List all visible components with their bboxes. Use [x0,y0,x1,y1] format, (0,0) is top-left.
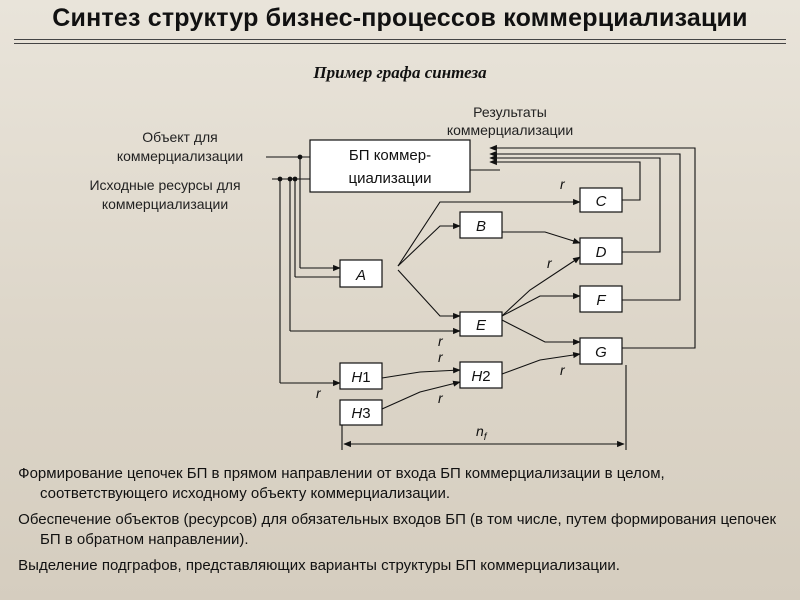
resources-label-line2: коммерциализации [102,196,228,212]
r-labels: r r r r r r r nf [316,176,566,443]
results-label-line2: коммерциализации [447,122,573,138]
bp-label-line1: БП коммер- [349,147,431,164]
label-E: E [476,317,487,334]
nf-base: n [476,423,484,439]
label-H3-base: H [351,405,362,422]
feedback-C [489,158,641,201]
node-F [579,285,623,313]
edge-A-to-E [397,269,461,320]
edge-H3-to-H2 [381,380,461,410]
node-G [579,337,623,365]
node-C [579,187,623,213]
dimension-nf-label: nf [476,423,488,443]
label-C: C [596,193,607,210]
label-H1-base: H [351,369,362,386]
point-2: 2. Обеспечение объектов (ресурсов) для о… [0,510,792,550]
node-H2 [459,361,503,389]
edge-A-to-B [397,222,461,267]
label-D: D [596,244,607,261]
page-subtitle: Пример графа синтеза [313,63,487,82]
label-F: F [596,292,606,309]
feedback-G [489,144,696,349]
label-H1: H1 [351,369,370,386]
label-H3: H3 [351,405,370,422]
point-2-text: Обеспечение объектов (ресурсов) для обяз… [18,511,777,548]
results-label-line1: Результаты [473,104,547,120]
edge-E-to-G [501,319,581,346]
r-label-C: r [560,176,566,192]
object-label-line2: коммерциализации [117,148,243,164]
label-H2: H2 [471,368,490,385]
graph-nodes [309,139,623,426]
node-A [339,259,383,288]
title-divider-top [14,39,786,40]
edge-E-to-D [501,256,581,317]
node-H1 [339,362,383,390]
label-H2-base: H [471,368,482,385]
graph-edges [266,144,696,450]
nf-sub: f [484,432,488,443]
object-label-line1: Объект для [142,129,217,145]
point-1-text: Формирование цепочек БП в прямом направл… [18,465,665,502]
point-3: 3. Выделение подграфов, представляющих в… [0,556,792,576]
label-H1-num: 1 [362,369,370,386]
label-H3-num: 3 [362,405,370,422]
label-A: A [355,267,366,284]
r-label-E1: r [438,333,444,349]
node-D [579,237,623,265]
edge-E-to-F [501,292,581,317]
node-bp-commercialization [309,139,471,193]
label-B: B [476,218,486,235]
feedback-F [489,150,681,301]
junction-dots [277,154,303,182]
edge-B-to-D [502,231,581,244]
edge-A-to-C [397,198,581,267]
r-label-D: r [547,255,553,271]
r-label-H2: r [438,390,444,406]
key-points: 1. Формирование цепочек БП в прямом напр… [0,464,792,582]
node-B [459,211,503,239]
feedback-D [489,154,661,253]
label-H2-num: 2 [482,368,490,385]
r-label-E2: r [438,349,444,365]
node-E [459,311,503,337]
edge-H2-to-G [501,351,581,375]
point-1: 1. Формирование цепочек БП в прямом напр… [0,464,792,504]
resources-label-line1: Исходные ресурсы для [89,177,240,193]
point-3-text: Выделение подграфов, представляющих вари… [18,557,620,574]
external-labels: Результаты коммерциализации Объект для к… [89,104,573,212]
node-H3 [339,399,383,426]
bp-label-line2: циализации [348,170,431,187]
node-labels: БП коммер- циализации A B C D E F G H1 H… [348,147,607,422]
r-label-H1: r [316,385,322,401]
r-label-G: r [560,362,566,378]
label-G: G [595,344,607,361]
edge-H1-to-H2 [381,367,461,379]
title-divider-bottom [14,43,786,44]
page-title: Синтез структур бизнес-процессов коммерц… [52,4,748,32]
